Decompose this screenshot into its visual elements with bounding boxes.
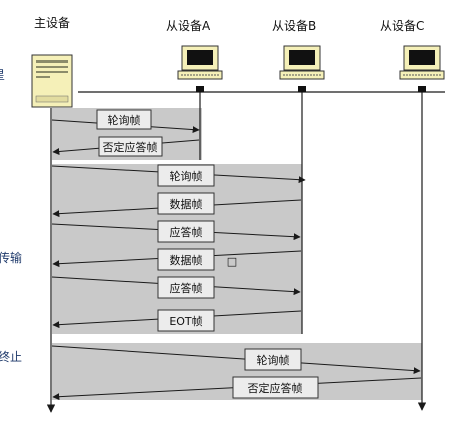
label-slave-c: 从设备C bbox=[380, 19, 424, 33]
label-slave-b: 从设备B bbox=[272, 19, 316, 33]
frame-nak-a: 否定应答帧 bbox=[103, 140, 158, 154]
arrow-poll-c bbox=[51, 345, 421, 375]
slave-b-terminal-icon bbox=[279, 45, 325, 92]
frame-nak-c: 否定应答帧 bbox=[248, 381, 303, 395]
label-slave-a: 从设备A bbox=[166, 19, 211, 33]
side-label-bottom: 终止 bbox=[0, 349, 22, 364]
side-label-top: 星 bbox=[0, 68, 5, 82]
side-label-middle: 传输 bbox=[0, 250, 22, 265]
frame-data-1: 数据帧 bbox=[170, 197, 203, 211]
label-master: 主设备 bbox=[34, 16, 70, 30]
frame-data-2: 数据帧 bbox=[170, 253, 203, 267]
frame-poll-b: 轮询帧 bbox=[170, 169, 203, 183]
stray-mark: □ bbox=[227, 255, 237, 268]
frame-eot: EOT帧 bbox=[169, 314, 202, 328]
frame-poll-a: 轮询帧 bbox=[108, 113, 141, 127]
slave-c-terminal-icon bbox=[399, 45, 445, 92]
slave-a-terminal-icon bbox=[177, 45, 223, 92]
master-computer-icon bbox=[31, 54, 73, 108]
frame-ack-2: 应答帧 bbox=[170, 281, 203, 295]
frame-poll-c: 轮询帧 bbox=[257, 353, 290, 367]
frame-ack-1: 应答帧 bbox=[170, 225, 203, 239]
